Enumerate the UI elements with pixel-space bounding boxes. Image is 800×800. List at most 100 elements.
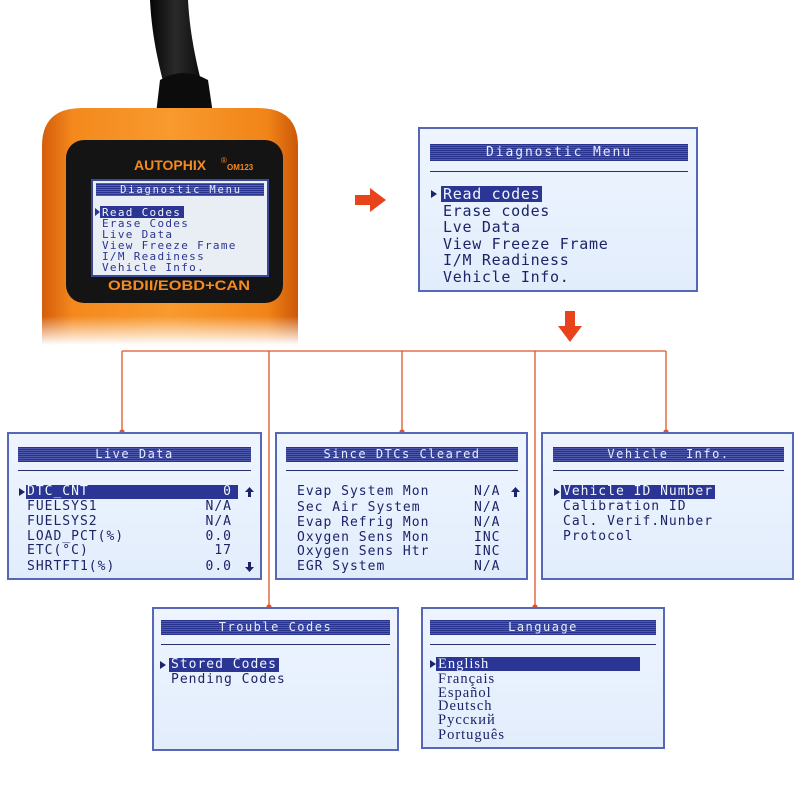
monitor-label: EGR System <box>297 559 386 574</box>
menu-item-label: View Freeze Frame <box>443 234 609 253</box>
device-protocol-label: OBDII/EOBD+CAN <box>108 278 250 293</box>
pid-value: N/A <box>205 514 232 529</box>
language-option-spanish: Español <box>436 686 494 701</box>
menu-item-im-readiness: I/M Readiness <box>441 252 572 268</box>
selection-highlight-bar <box>436 657 640 671</box>
menu-item-label: Read codes <box>441 185 543 203</box>
pid-label: ETC(°C) <box>27 543 89 558</box>
menu-item-erase-codes: Erase codes <box>441 203 552 219</box>
live-data-row: DTC_CNT 0 <box>26 485 238 499</box>
trouble-codes-panel: Trouble Codes Stored Codes Pending Codes <box>152 607 399 751</box>
menu-item-label: Protocol <box>563 529 634 544</box>
panel-title: Diagnostic Menu <box>430 144 688 161</box>
pid-label: DTC_CNT <box>27 484 89 499</box>
live-data-row: LOAD_PCT(%) 0.0 <box>26 530 238 544</box>
language-option-french: Français <box>436 670 497 687</box>
menu-item-label: Lve Data <box>443 218 521 237</box>
title-divider <box>286 470 518 471</box>
monitor-label: Oxygen Sens Mon <box>297 530 430 545</box>
monitor-row: Oxygen Sens Htr INC <box>295 545 505 559</box>
registered-mark: ® <box>221 156 227 165</box>
monitor-row: Sec Air System N/A <box>295 501 505 515</box>
model-number: OM123 <box>227 163 254 172</box>
panel-title: Vehicle Info. <box>553 447 784 462</box>
pid-label: SHRTFT1(%) <box>27 559 116 574</box>
title-divider <box>553 470 784 471</box>
monitor-label: Sec Air System <box>297 500 421 515</box>
pid-value: 0.0 <box>205 529 232 544</box>
menu-item-label: Vehicle Info. <box>443 268 570 286</box>
scroll-up-icon <box>511 487 520 497</box>
device-screen-item: Live Data <box>102 228 173 241</box>
language-label: English <box>438 656 490 672</box>
device-screen-item: Erase Codes <box>102 217 189 230</box>
menu-item-freeze-frame: View Freeze Frame <box>441 236 610 252</box>
selection-cursor-icon <box>554 488 560 496</box>
menu-item-read-codes: Read codes <box>441 185 543 203</box>
device-screen-item: I/M Readiness <box>102 250 205 263</box>
arrow-right-icon <box>355 188 386 212</box>
device-screen-item: Read Codes <box>102 206 181 219</box>
live-data-row: ETC(°C) 17 <box>26 544 238 558</box>
monitor-label: Oxygen Sens Htr <box>297 544 430 559</box>
menu-item-label: Pending Codes <box>171 672 286 687</box>
language-label: Português <box>438 727 505 743</box>
panel-title: Language <box>430 620 656 635</box>
menu-item-vehicle-info: Vehicle Info. <box>441 269 572 285</box>
menu-item-label: I/M Readiness <box>443 251 570 270</box>
panel-title: Since DTCs Cleared <box>286 447 518 462</box>
menu-item-label: Erase codes <box>443 201 551 220</box>
live-data-row: FUELSYS2 N/A <box>26 515 238 529</box>
scroll-down-icon <box>245 562 254 572</box>
monitor-status: N/A <box>474 500 501 515</box>
menu-item-label: Vehicle ID Number <box>561 484 716 499</box>
monitor-status: INC <box>474 530 501 545</box>
monitor-row: EGR System N/A <box>295 560 505 574</box>
arrow-down-icon <box>558 311 582 342</box>
menu-item-protocol: Protocol <box>561 530 636 544</box>
device-screen-title: Diagnostic Menu <box>120 184 242 196</box>
selection-cursor-icon <box>160 661 166 669</box>
language-option-english: English <box>436 656 491 672</box>
pid-value: 17 <box>214 543 232 558</box>
device-screen-header <box>96 183 264 196</box>
monitor-status: N/A <box>474 559 501 574</box>
menu-item-label: Stored Codes <box>169 657 279 672</box>
language-label: Deutsch <box>438 698 493 714</box>
vehicle-info-panel: Vehicle Info. Vehicle ID Number Calibrat… <box>541 432 794 580</box>
title-divider <box>430 644 656 645</box>
menu-item-calibration-id: Calibration ID <box>561 500 689 514</box>
device-screen-item: View Freeze Frame <box>102 239 237 252</box>
language-option-portuguese: Português <box>436 727 507 743</box>
panel-title: Trouble Codes <box>161 620 390 635</box>
monitor-label: Evap Refrig Mon <box>297 515 430 530</box>
live-data-row: SHRTFT1(%)0.0 <box>26 560 238 574</box>
pid-label: FUELSYS2 <box>27 514 98 529</box>
menu-item-live-data: Lve Data <box>441 219 523 235</box>
photo-fade <box>0 316 320 345</box>
cable-boot <box>156 73 213 114</box>
device-screen-item: Vehicle Info. <box>102 261 205 274</box>
scroll-up-icon <box>245 487 254 497</box>
obd-scanner-device: AUTOPHIX ® OM123 Diagnostic Menu Read Co… <box>0 0 320 345</box>
title-divider <box>430 171 688 172</box>
monitor-status: INC <box>474 544 501 559</box>
pid-value: 0 <box>223 484 232 499</box>
title-divider <box>18 470 251 471</box>
pid-label: LOAD_PCT(%) <box>27 529 125 544</box>
menu-item-cal-verif-number: Cal. Verif.Nunber <box>561 515 715 529</box>
menu-item-label: Cal. Verif.Nunber <box>563 514 714 529</box>
panel-title: Live Data <box>18 447 251 462</box>
language-label: Français <box>438 670 496 687</box>
language-option-german: Deutsch <box>436 698 495 714</box>
menu-item-stored-codes: Stored Codes <box>169 658 279 672</box>
device-screen-highlight <box>100 206 184 218</box>
language-option-russian: Русский <box>436 711 498 728</box>
selection-cursor-icon <box>430 660 436 668</box>
language-label: Русский <box>438 711 496 728</box>
